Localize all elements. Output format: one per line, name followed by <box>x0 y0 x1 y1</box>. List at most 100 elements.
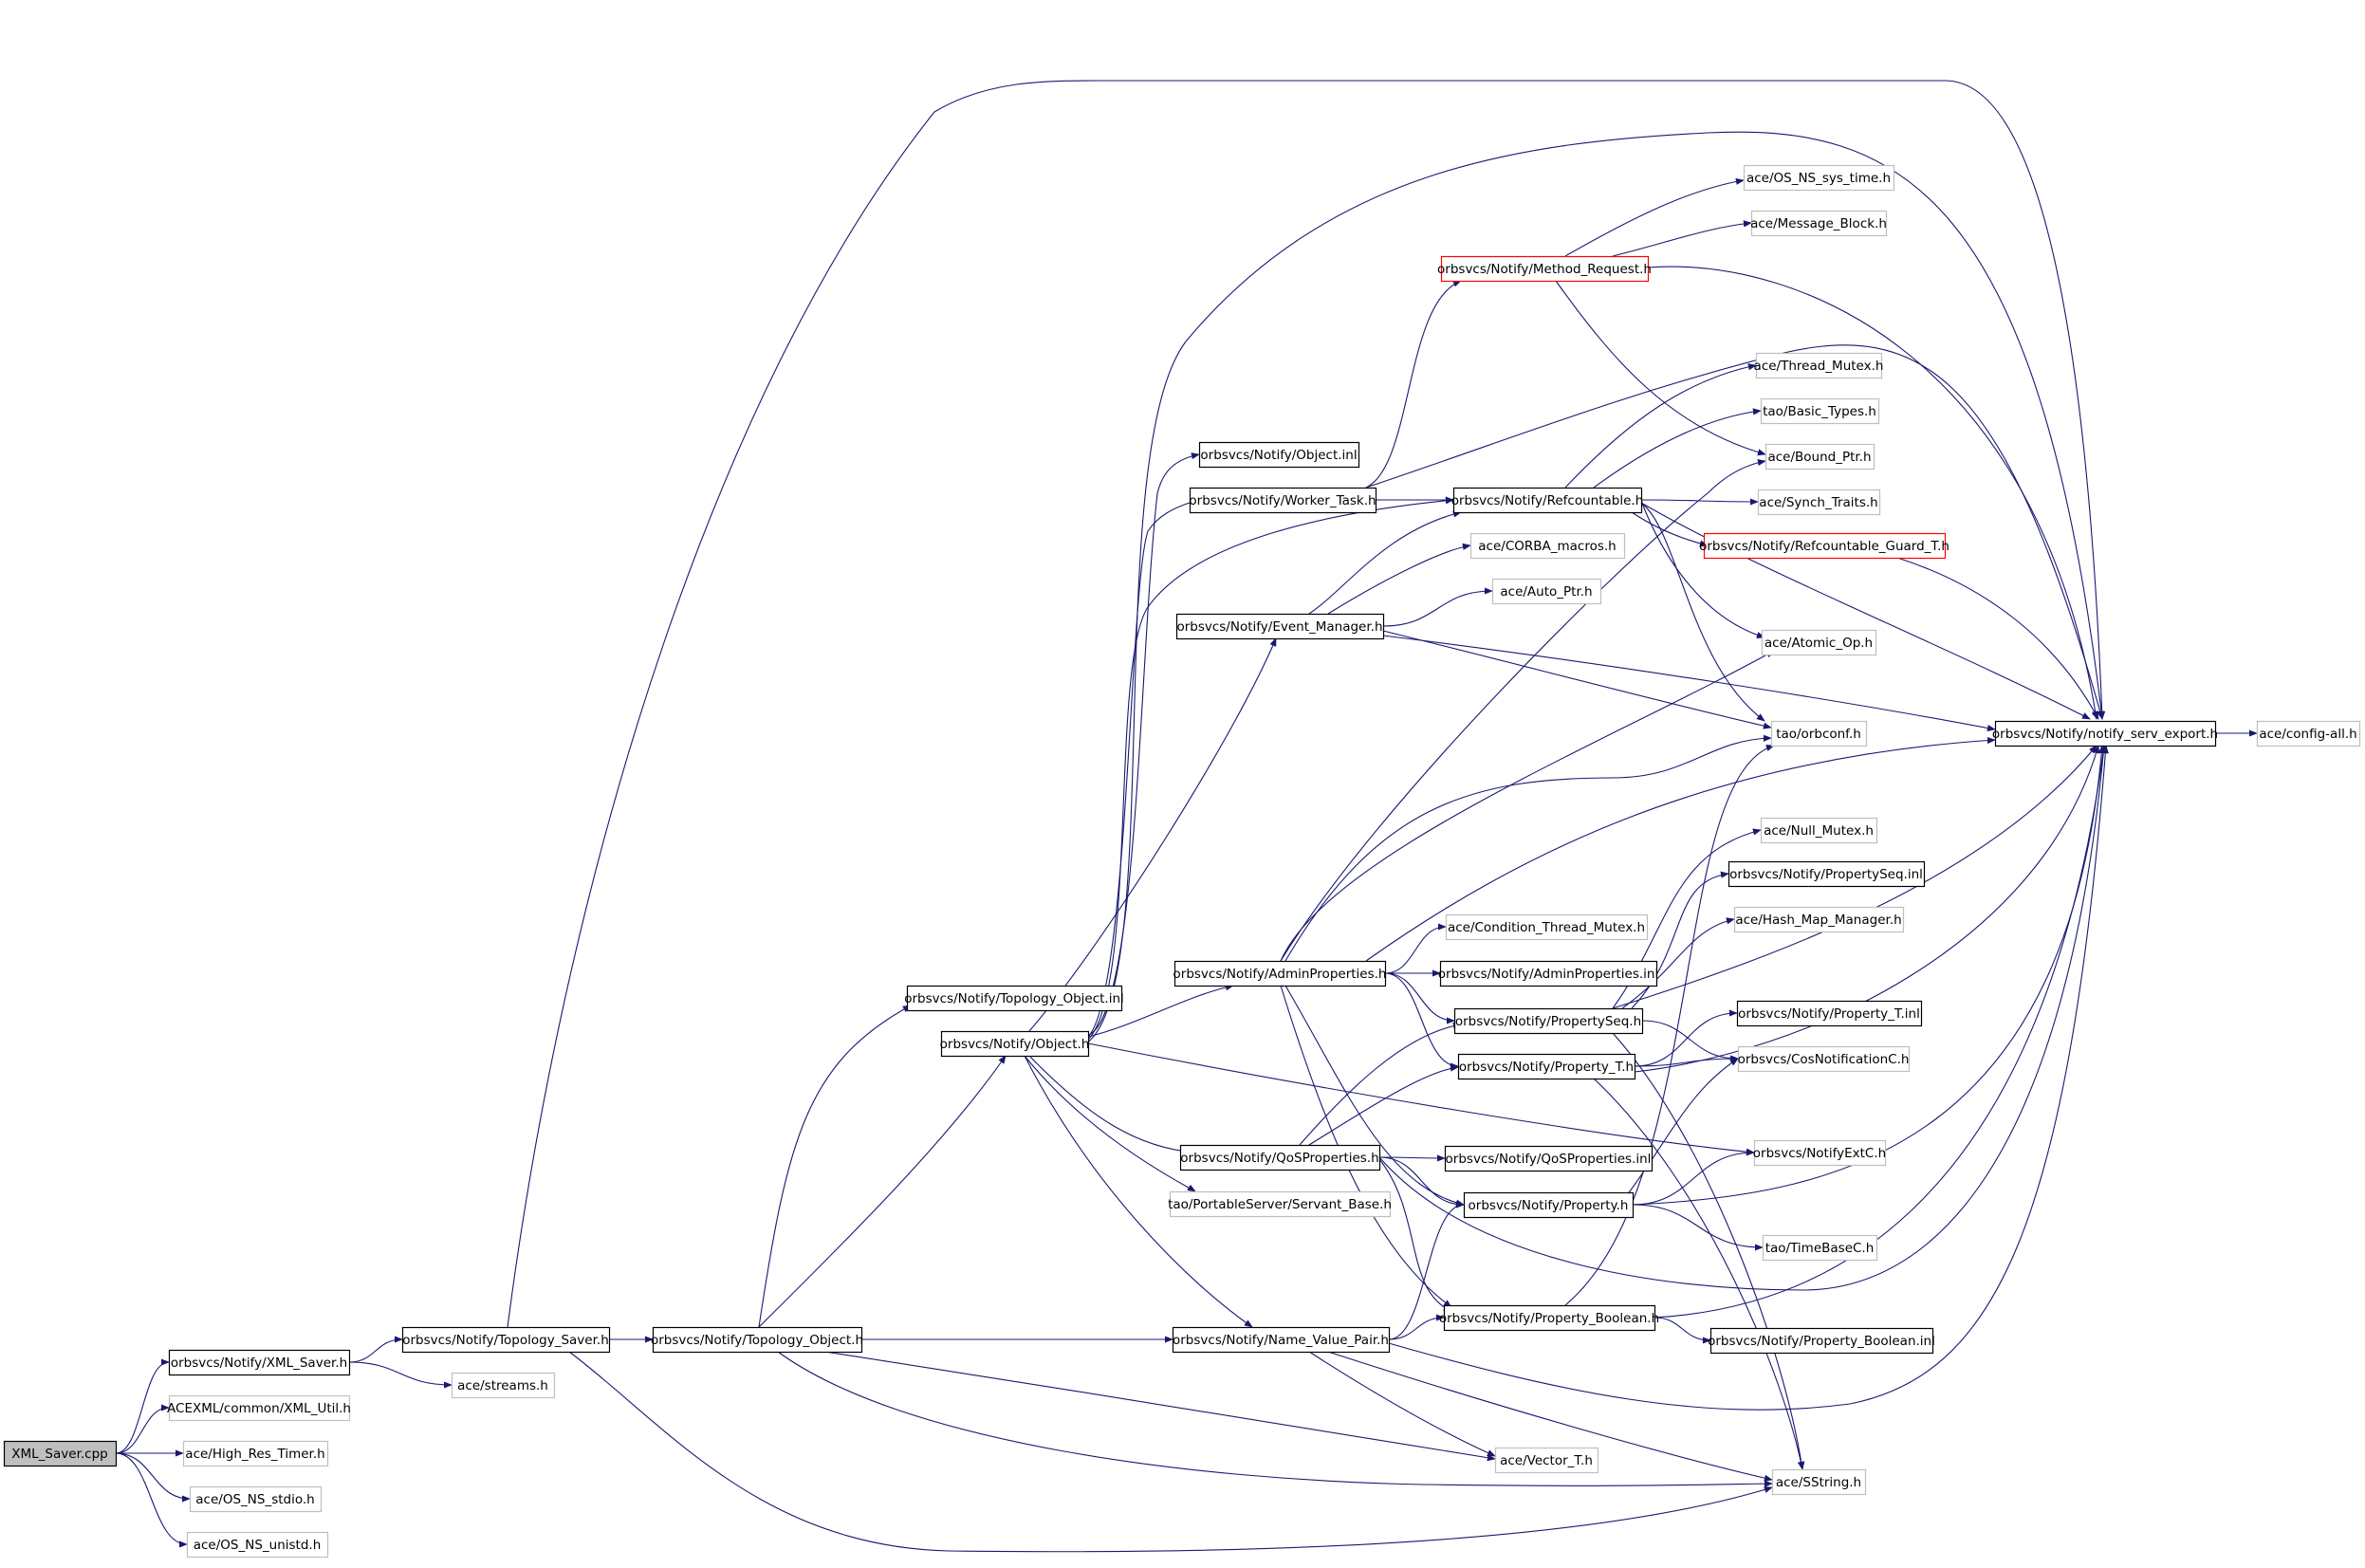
node-label: tao/TimeBaseC.h <box>1765 1241 1875 1256</box>
node-topology-object-h[interactable]: orbsvcs/Notify/Topology_Object.h <box>651 1326 863 1354</box>
node-label: ace/config-all.h <box>2259 727 2356 742</box>
edge-method_request-to-os_ns_sys_time <box>1564 177 1745 257</box>
node-worker-task[interactable]: orbsvcs/Notify/Worker_Task.h <box>1189 487 1377 514</box>
node-box <box>168 1394 351 1422</box>
node-property-t-h[interactable]: orbsvcs/Notify/Property_T.h <box>1457 1053 1636 1080</box>
node-label: orbsvcs/Notify/PropertySeq.inl <box>1729 867 1923 882</box>
node-label: ace/OS_NS_stdio.h <box>195 1492 314 1507</box>
edge-qos_properties_h-to-notify_serv_export <box>1378 745 2107 1291</box>
edge-property_seq_h-to-notify_serv_export <box>1612 745 2097 1009</box>
node-vector-t: ace/Vector_T.h <box>1494 1447 1599 1474</box>
node-box <box>401 1326 611 1354</box>
edge-topology_object_h-to-sstring <box>777 1351 1773 1487</box>
node-admin-properties-inl[interactable]: orbsvcs/Notify/AdminProperties.inl <box>1438 960 1658 987</box>
edge-admin_properties_h-to-property_seq_h <box>1384 972 1455 1024</box>
node-object-h[interactable]: orbsvcs/Notify/Object.h <box>940 1030 1090 1058</box>
edge-event_manager-to-auto_ptr <box>1382 587 1493 627</box>
node-property-boolean-h[interactable]: orbsvcs/Notify/Property_Boolean.h <box>1439 1304 1659 1332</box>
node-box <box>1728 860 1926 888</box>
node-property-seq-h[interactable]: orbsvcs/Notify/PropertySeq.h <box>1453 1007 1644 1035</box>
node-qos-properties-inl[interactable]: orbsvcs/Notify/QoSProperties.inl <box>1444 1145 1654 1172</box>
node-notify-ext-c: orbsvcs/NotifyExtC.h <box>1753 1139 1886 1167</box>
edge-object_h-to-notify_serv_export <box>1085 131 2105 1044</box>
edge-refcountable-to-orbconf <box>1640 502 1765 722</box>
node-topology-saver[interactable]: orbsvcs/Notify/Topology_Saver.h <box>401 1326 611 1354</box>
node-xml-util: ACEXML/common/XML_Util.h <box>167 1394 351 1422</box>
node-label: ace/streams.h <box>457 1378 548 1393</box>
edge-object_h-to-notify_ext_c <box>1087 1042 1755 1155</box>
node-box <box>1703 532 1947 560</box>
node-label: ace/Condition_Thread_Mutex.h <box>1448 920 1645 935</box>
node-box <box>1771 1468 1867 1496</box>
node-admin-properties-h[interactable]: orbsvcs/Notify/AdminProperties.h <box>1173 960 1387 987</box>
node-label: orbsvcs/Notify/Worker_Task.h <box>1189 493 1376 508</box>
node-box <box>1453 1007 1644 1035</box>
node-box <box>1737 1045 1911 1073</box>
node-servant-base: tao/PortableServer/Servant_Base.h <box>1168 1190 1392 1218</box>
edge-method_request-to-notify_serv_export <box>1647 266 2099 720</box>
edge-object_h-to-worker_task <box>1085 498 1200 1040</box>
node-orbconf: tao/orbconf.h <box>1770 720 1868 747</box>
node-label: ace/OS_NS_unistd.h <box>194 1538 322 1553</box>
node-box <box>1444 1145 1654 1172</box>
edge-qos_properties_h-to-qos_properties_inl <box>1378 1154 1446 1162</box>
node-label: orbsvcs/Notify/Topology_Saver.h <box>402 1333 609 1348</box>
node-refcountable-guard[interactable]: orbsvcs/Notify/Refcountable_Guard_T.h <box>1699 532 1949 560</box>
node-notify-serv-export[interactable]: orbsvcs/Notify/notify_serv_export.h <box>1992 720 2218 747</box>
node-label: ace/Thread_Mutex.h <box>1754 359 1884 374</box>
node-box <box>1760 397 1880 425</box>
edge-qos_properties_h-to-property_h <box>1378 1156 1465 1208</box>
node-config-all: ace/config-all.h <box>2256 720 2361 747</box>
node-topology-object-inl[interactable]: orbsvcs/Notify/Topology_Object.inl <box>904 985 1124 1012</box>
node-name-value-pair[interactable]: orbsvcs/Notify/Name_Value_Pair.h <box>1172 1326 1391 1354</box>
node-high-res-timer: ace/High_Res_Timer.h <box>182 1440 329 1467</box>
node-box <box>652 1326 863 1354</box>
node-time-base-c: tao/TimeBaseC.h <box>1762 1234 1878 1262</box>
edge-refcountable-to-refcountable_guard <box>1631 511 1709 547</box>
edge-qos_properties_h-to-property_boolean_h <box>1378 1158 1452 1312</box>
node-corba-macros: ace/CORBA_macros.h <box>1469 532 1626 560</box>
node-property-t-inl[interactable]: orbsvcs/Notify/Property_T.inl <box>1736 1000 1923 1027</box>
node-label: ace/Auto_Ptr.h <box>1500 584 1592 600</box>
node-property-boolean-inl[interactable]: orbsvcs/Notify/Property_Boolean.inl <box>1708 1327 1935 1355</box>
node-box <box>1445 913 1649 941</box>
node-box <box>1169 1190 1392 1218</box>
node-box <box>1457 1053 1636 1080</box>
node-box <box>1770 720 1868 747</box>
edge-worker_task-to-notify_serv_export <box>1365 344 2104 720</box>
node-label: orbsvcs/Notify/Property_T.h <box>1459 1060 1634 1075</box>
node-box <box>1494 1447 1599 1474</box>
node-label: ace/Vector_T.h <box>1500 1453 1593 1468</box>
edge-refcountable-to-atomic_op <box>1640 500 1765 638</box>
node-os-ns-unistd: ace/OS_NS_unistd.h <box>186 1531 329 1559</box>
node-label: orbsvcs/Notify/PropertySeq.h <box>1455 1014 1641 1029</box>
node-sstring: ace/SString.h <box>1771 1468 1867 1496</box>
edge-property_h-to-notify_ext_c <box>1632 1149 1755 1206</box>
node-label: orbsvcs/Notify/QoSProperties.inl <box>1446 1152 1652 1167</box>
node-label: tao/PortableServer/Servant_Base.h <box>1168 1197 1392 1212</box>
edge-property_boolean_h-to-notify_serv_export <box>1654 745 2107 1319</box>
edge-refcountable_guard-to-notify_serv_export <box>1896 557 2099 720</box>
edge-event_manager-to-refcountable <box>1308 510 1462 615</box>
node-method-request[interactable]: orbsvcs/Notify/Method_Request.h <box>1437 255 1652 283</box>
node-event-manager[interactable]: orbsvcs/Notify/Event_Manager.h <box>1175 613 1385 640</box>
edge-name_value_pair-to-vector_t <box>1308 1351 1496 1457</box>
edge-admin_properties_h-to-property_t_h <box>1384 972 1459 1070</box>
node-property-h[interactable]: orbsvcs/Notify/Property.h <box>1463 1191 1635 1219</box>
node-property-seq-inl[interactable]: orbsvcs/Notify/PropertySeq.inl <box>1728 860 1926 888</box>
node-label: ace/Message_Block.h <box>1750 216 1887 231</box>
node-box <box>1173 960 1387 987</box>
edge-topology_object_h-to-vector_t <box>824 1351 1496 1462</box>
node-label: orbsvcs/Notify/Property_Boolean.inl <box>1708 1334 1935 1349</box>
node-thread-mutex: ace/Thread_Mutex.h <box>1754 352 1884 379</box>
node-box <box>1761 629 1877 656</box>
node-condition-thread-mutex: ace/Condition_Thread_Mutex.h <box>1445 913 1649 941</box>
edge-xml_saver_h-to-topology_saver <box>348 1336 403 1363</box>
edge-name_value_pair-to-notify_serv_export <box>1375 745 2109 1411</box>
node-qos-properties-h[interactable]: orbsvcs/Notify/QoSProperties.h <box>1179 1144 1381 1171</box>
node-object-inl[interactable]: orbsvcs/Notify/Object.inl <box>1198 441 1360 469</box>
node-label: ace/Null_Mutex.h <box>1764 823 1874 839</box>
node-xml-saver-h[interactable]: orbsvcs/Notify/XML_Saver.h <box>168 1349 351 1376</box>
node-xml-saver-cpp[interactable]: XML_Saver.cpp <box>3 1440 118 1467</box>
node-refcountable[interactable]: orbsvcs/Notify/Refcountable.h <box>1451 487 1644 514</box>
